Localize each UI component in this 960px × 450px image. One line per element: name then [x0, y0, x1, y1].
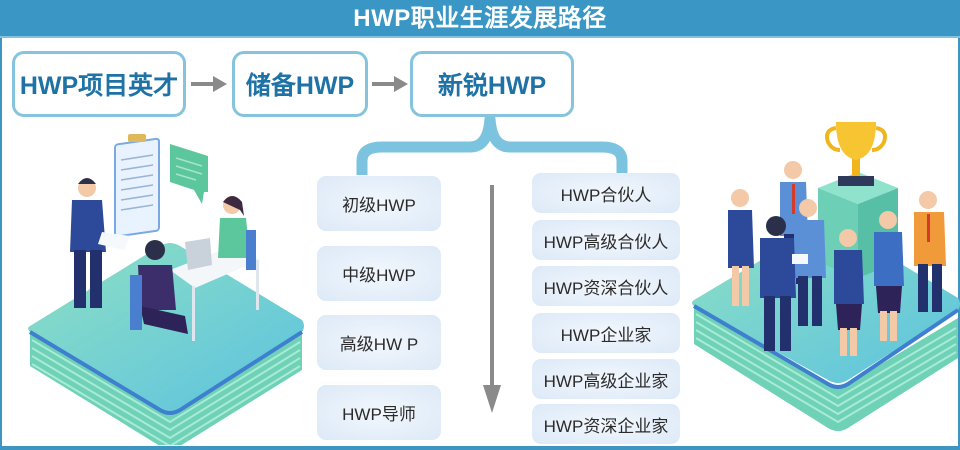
chair: [246, 230, 256, 270]
clipboard-icon: [114, 134, 160, 238]
seated-man: [130, 240, 188, 334]
bottom-border: [0, 446, 960, 450]
person: [760, 216, 808, 351]
level-hwp-principal-partner: HWP资深合伙人: [532, 266, 680, 306]
person: [834, 229, 864, 356]
arrow-down-icon: [483, 185, 501, 413]
level-hwp-entrepreneur: HWP企业家: [532, 313, 680, 353]
trophy-icon: [825, 122, 887, 186]
standing-man: [70, 178, 130, 308]
certificate-icon: [792, 254, 808, 264]
stage-hwp-talent: HWP项目英才: [12, 51, 186, 117]
page-title: HWP职业生涯发展路径: [0, 0, 960, 38]
level-hwp-senior-entrepreneur: HWP高级企业家: [532, 359, 680, 399]
interview-illustration: [28, 134, 304, 445]
level-hwp-partner: HWP合伙人: [532, 173, 680, 213]
stage-emerging-hwp: 新锐HWP: [410, 51, 574, 117]
branch-brace: [356, 117, 628, 175]
level-senior-hwp: 高级HW P: [317, 315, 441, 370]
seated-woman: [218, 196, 256, 270]
person: [914, 191, 946, 312]
arrow-right-icon: [191, 76, 227, 92]
chair: [130, 275, 142, 330]
team-trophy-illustration: [692, 122, 960, 431]
level-hwp-principal-entrepreneur: HWP资深企业家: [532, 404, 680, 444]
arrow-right-icon: [372, 76, 408, 92]
speech-bubble-icon: [170, 144, 208, 204]
stage-reserve-hwp: 储备HWP: [232, 51, 368, 117]
level-junior-hwp: 初级HWP: [317, 176, 441, 231]
level-hwp-mentor: HWP导师: [317, 385, 441, 440]
document-icon: [98, 232, 130, 250]
team-members: [728, 161, 946, 356]
laptop-icon: [185, 238, 212, 270]
person: [874, 211, 904, 341]
level-intermediate-hwp: 中级HWP: [317, 246, 441, 301]
person: [728, 189, 754, 306]
level-hwp-senior-partner: HWP高级合伙人: [532, 220, 680, 260]
